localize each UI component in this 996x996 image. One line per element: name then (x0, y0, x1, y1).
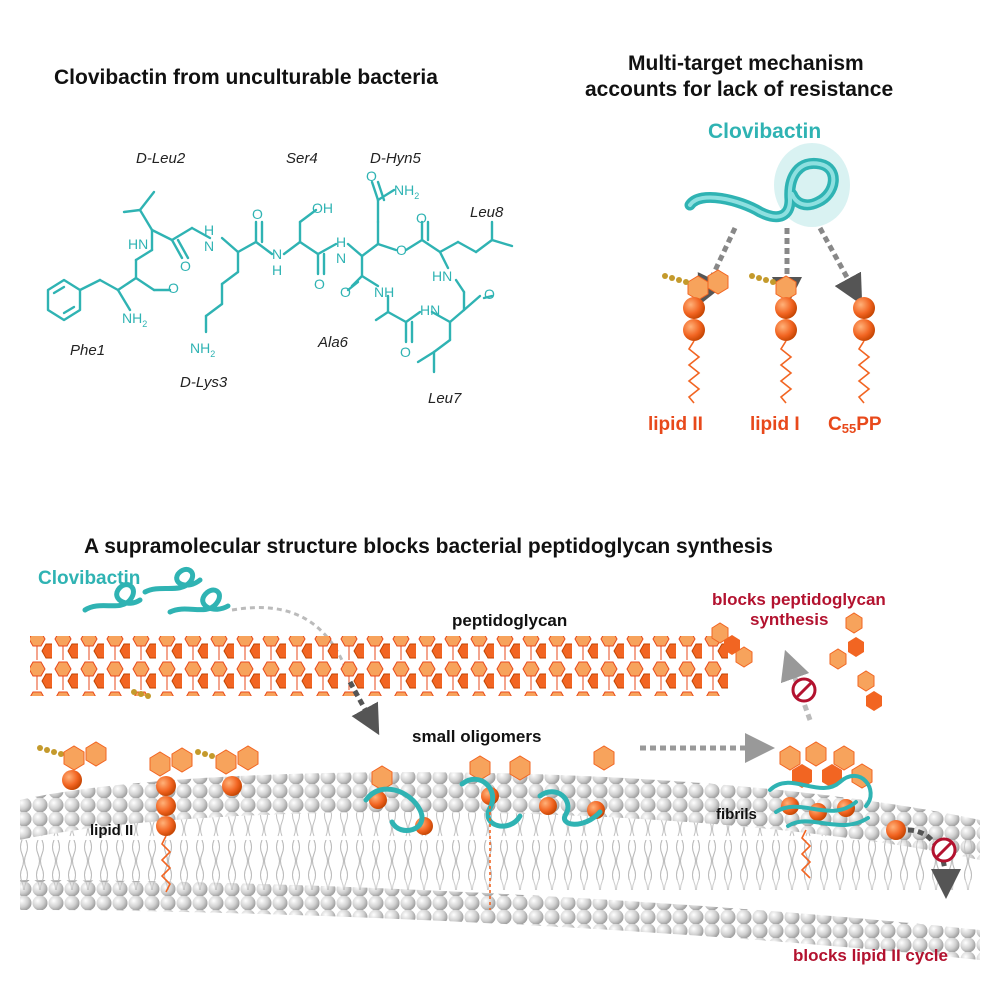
label-blocks-pg-2: synthesis (750, 610, 829, 629)
atom-o-4: O (314, 276, 325, 292)
label-peptidoglycan: peptidoglycan (452, 611, 568, 630)
residue-ala6: Ala6 (318, 334, 349, 351)
clovibactin-small-shapes (82, 567, 231, 615)
residue-leu7: Leu7 (428, 390, 462, 407)
prohibition-icon-bottom (931, 837, 957, 863)
clovibactin-label-top: Clovibactin (708, 120, 822, 143)
atom-nh2-hyn: NH2 (394, 182, 420, 201)
label-blocks-pg-1: blocks peptidoglycan (712, 590, 886, 609)
atom-hn-2: HN (420, 302, 441, 318)
atom-o-1: O (168, 280, 179, 296)
label-lipid-ii: lipid II (90, 822, 134, 839)
residue-ser4: Ser4 (286, 150, 318, 167)
path-arrow-1 (231, 606, 352, 681)
fibrils-cluster (768, 741, 873, 879)
atom-o-5: O (366, 168, 377, 184)
membrane-lipid-ii-left (37, 689, 259, 893)
title-right-line2: accounts for lack of resistance (585, 78, 894, 101)
atom-nh2-phe: NH2 (122, 310, 148, 329)
label-blocks-cycle: blocks lipid II cycle (793, 946, 948, 965)
atom-nh-1: NH (374, 284, 395, 300)
residue-leu8: Leu8 (470, 204, 504, 221)
membrane (20, 772, 980, 960)
title-bottom: A supramolecular structure blocks bacter… (84, 535, 773, 558)
residue-d-hyn5: D-Hyn5 (370, 150, 421, 167)
atom-hn-1: HN (128, 236, 149, 252)
clovibactin-label-bottom: Clovibactin (38, 568, 141, 589)
atom-o-ester: O (396, 242, 407, 258)
residue-d-leu2: D-Leu2 (136, 150, 186, 167)
atom-o-6: O (416, 210, 427, 226)
pg-fragments (711, 612, 882, 711)
target-label-lipid-ii: lipid II (648, 414, 703, 435)
peptidoglycan-layer (30, 636, 730, 696)
atom-o-2: O (180, 258, 191, 274)
arrow-to-membrane (347, 680, 380, 736)
target-label-c55pp: C55PP (828, 414, 882, 436)
clovibactin-structure (46, 180, 514, 374)
residue-phe1: Phe1 (70, 342, 106, 359)
oligomers (363, 745, 615, 910)
atom-o-3: O (252, 206, 263, 222)
clovibactin-shape-top (684, 143, 850, 227)
atom-nh2-lys: NH2 (190, 340, 216, 359)
prohibition-icon-top (791, 677, 817, 703)
title-right-line1: Multi-target mechanism (628, 52, 864, 75)
atom-o-7: O (340, 284, 351, 300)
target-lipid-i (749, 273, 797, 404)
title-left: Clovibactin from unculturable bacteria (54, 66, 438, 89)
atom-o-8: O (400, 344, 411, 360)
label-small-oligomers: small oligomers (412, 727, 542, 746)
target-label-lipid-i: lipid I (750, 414, 800, 435)
label-fibrils: fibrils (716, 806, 757, 823)
target-lipid-ii (662, 269, 729, 404)
target-c55pp (853, 297, 875, 404)
atom-o-9: O (484, 286, 495, 302)
atom-oh: OH (312, 200, 333, 216)
atom-hn-3: HN (432, 268, 453, 284)
residue-d-lys3: D-Lys3 (180, 374, 228, 391)
